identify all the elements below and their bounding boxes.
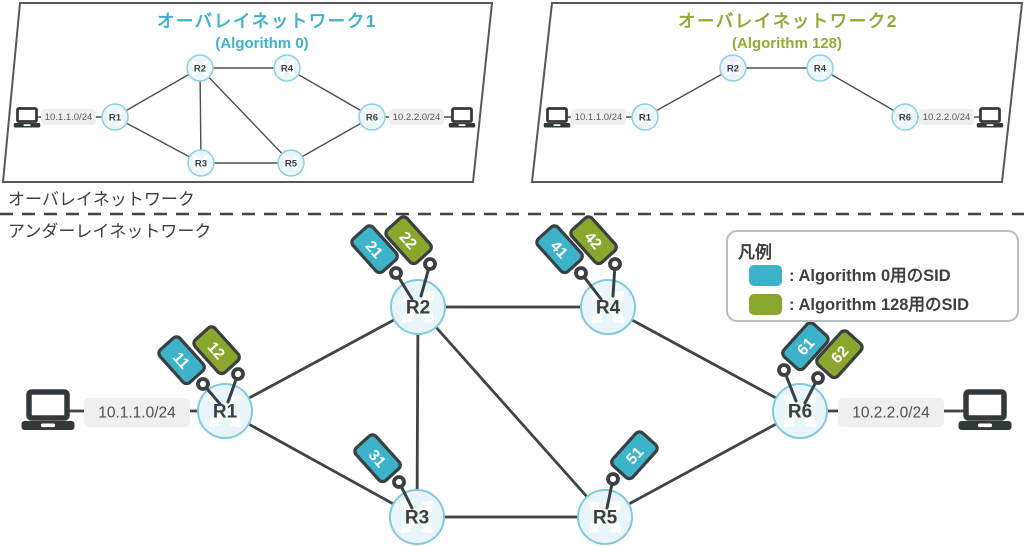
o1-router-r4-label: R4 (281, 64, 294, 75)
u-link-r2-r3 (415, 306, 420, 518)
u-router-r3: R3 (390, 490, 444, 544)
legend-box (726, 230, 1019, 322)
u-router-r3-label: R3 (405, 508, 429, 529)
u-router-r5: R5 (578, 490, 632, 544)
sid-tag-r1-algo0: 11 (157, 335, 210, 391)
o1-link-r1-r3 (114, 116, 202, 164)
overlay-section-label: オーバレイネットワーク (8, 190, 195, 209)
u-left-laptop-icon (22, 392, 75, 430)
o1-router-r3: R3 (188, 150, 214, 176)
u-link-r4-r6 (607, 305, 801, 413)
o2-router-r2: R2 (720, 55, 746, 81)
u-link-r1-r3 (224, 409, 418, 519)
o1-right-subnet-box (389, 109, 444, 125)
o1-link-r1-r2 (114, 67, 201, 118)
u-right-subnet-box (838, 398, 944, 427)
overlay2-subtitle: (Algorithm 128) (732, 35, 842, 52)
o2-router-r1: R1 (632, 104, 658, 130)
o1-right-laptop-icon (447, 107, 477, 129)
sid-tag-r2-algo0: 21 (350, 224, 403, 280)
o1-link-r5-r6 (290, 116, 373, 164)
overlay2-panel-frame (530, 2, 1024, 183)
underlay-section-label: アンダーレイネットワーク (8, 222, 211, 241)
u-link-r5-r6 (604, 409, 801, 519)
legend-swatch-algo0 (749, 265, 782, 286)
o1-right-subnet-label: 10.2.2.0/24 (393, 112, 441, 123)
sid-tag-r1-algo128: 12 (192, 325, 245, 381)
overlay1-panel-frame (1, 1, 494, 183)
o2-router-r6-label: R6 (899, 113, 911, 124)
o2-router-r1-label: R1 (639, 113, 652, 124)
u-router-r2-label: R2 (406, 298, 430, 319)
sid-tag-r6-algo128: 62 (811, 329, 864, 385)
o2-router-r6: R6 (892, 104, 918, 130)
u-link-r1-r2 (224, 305, 419, 413)
o2-left-subnet-label: 10.1.1.0/24 (575, 112, 623, 123)
sid-tag-r3-algo0: 31 (353, 433, 406, 489)
o2-left-subnet-box (571, 109, 626, 125)
overlay1-subtitle: (Algorithm 0) (215, 35, 308, 52)
sid-tag-r4-algo128: 42 (569, 215, 622, 271)
u-router-r1-label: R1 (213, 402, 238, 423)
u-right-subnet-label: 10.2.2.0/24 (852, 405, 930, 422)
u-link-r2-r5 (416, 306, 607, 518)
o1-link-r2-r5 (199, 67, 292, 164)
overlay1-title: オーバレイネットワーク1 (157, 11, 377, 31)
underlay-network: 10.1.1.0/24 10.2.2.0/24 R1 R2 R3 R4 R5 R… (22, 215, 1012, 544)
o1-router-r2-label: R2 (194, 64, 206, 75)
legend: 凡例 : Algorithm 0用のSID : Algorithm 128用のS… (726, 230, 1019, 322)
u-router-r5-label: R5 (593, 508, 618, 529)
overlay2-panel: オーバレイネットワーク2 (Algorithm 128) 10.1.1.0/24… (530, 2, 1024, 183)
o1-router-r6-label: R6 (366, 113, 378, 124)
o1-router-r1-label: R1 (109, 113, 122, 124)
overlay2-title: オーバレイネットワーク2 (678, 11, 898, 31)
o2-link-r1-r2 (644, 67, 734, 118)
o2-right-subnet-label: 10.2.2.0/24 (923, 112, 971, 123)
sid-tag-r5-algo0: 51 (606, 430, 659, 486)
sid-tag-r2-algo128: 22 (384, 215, 437, 271)
o1-router-r6: R6 (359, 104, 385, 130)
o2-left-laptop-icon (542, 107, 572, 129)
u-router-r4: R4 (581, 280, 635, 334)
u-left-subnet-label: 10.1.1.0/24 (98, 405, 176, 422)
o1-link-r4-r6 (286, 67, 373, 118)
legend-swatch-algo128 (749, 294, 782, 315)
o1-router-r2: R2 (187, 55, 213, 81)
o2-router-r2-label: R2 (727, 64, 739, 75)
o1-left-laptop-icon (12, 107, 42, 129)
o2-right-subnet-box (919, 109, 974, 125)
o2-router-r4-label: R4 (814, 64, 827, 75)
overlay1-panel: オーバレイネットワーク1 (Algorithm 0) 10.1.1.0/24 1… (1, 1, 494, 183)
u-router-r2: R2 (391, 280, 445, 334)
u-router-r6: R6 (773, 384, 827, 438)
o2-right-laptop-icon (975, 107, 1005, 129)
legend-title: 凡例 (738, 242, 772, 262)
u-router-r1: R1 (198, 384, 252, 438)
o1-router-r5: R5 (278, 150, 304, 176)
legend-label-algo0: : Algorithm 0用のSID (789, 267, 951, 285)
u-router-r6-label: R6 (788, 402, 812, 423)
o2-router-r4: R4 (807, 55, 833, 81)
o1-link-r2-r3 (199, 67, 202, 164)
o1-left-subnet-label: 10.1.1.0/24 (45, 112, 93, 123)
o1-router-r1: R1 (102, 104, 128, 130)
o2-link-r4-r6 (819, 67, 906, 118)
u-router-r4-label: R4 (596, 298, 621, 319)
u-left-subnet-box (84, 398, 190, 427)
sid-tag-r6-algo0: 61 (777, 321, 830, 377)
o1-left-subnet-box (41, 109, 96, 125)
u-right-laptop-icon (959, 392, 1012, 430)
o1-router-r5-label: R5 (285, 159, 298, 170)
legend-label-algo128: : Algorithm 128用のSID (789, 296, 969, 314)
o1-router-r3-label: R3 (195, 159, 207, 170)
sid-tag-r4-algo0: 41 (535, 224, 588, 280)
o1-router-r4: R4 (274, 55, 300, 81)
